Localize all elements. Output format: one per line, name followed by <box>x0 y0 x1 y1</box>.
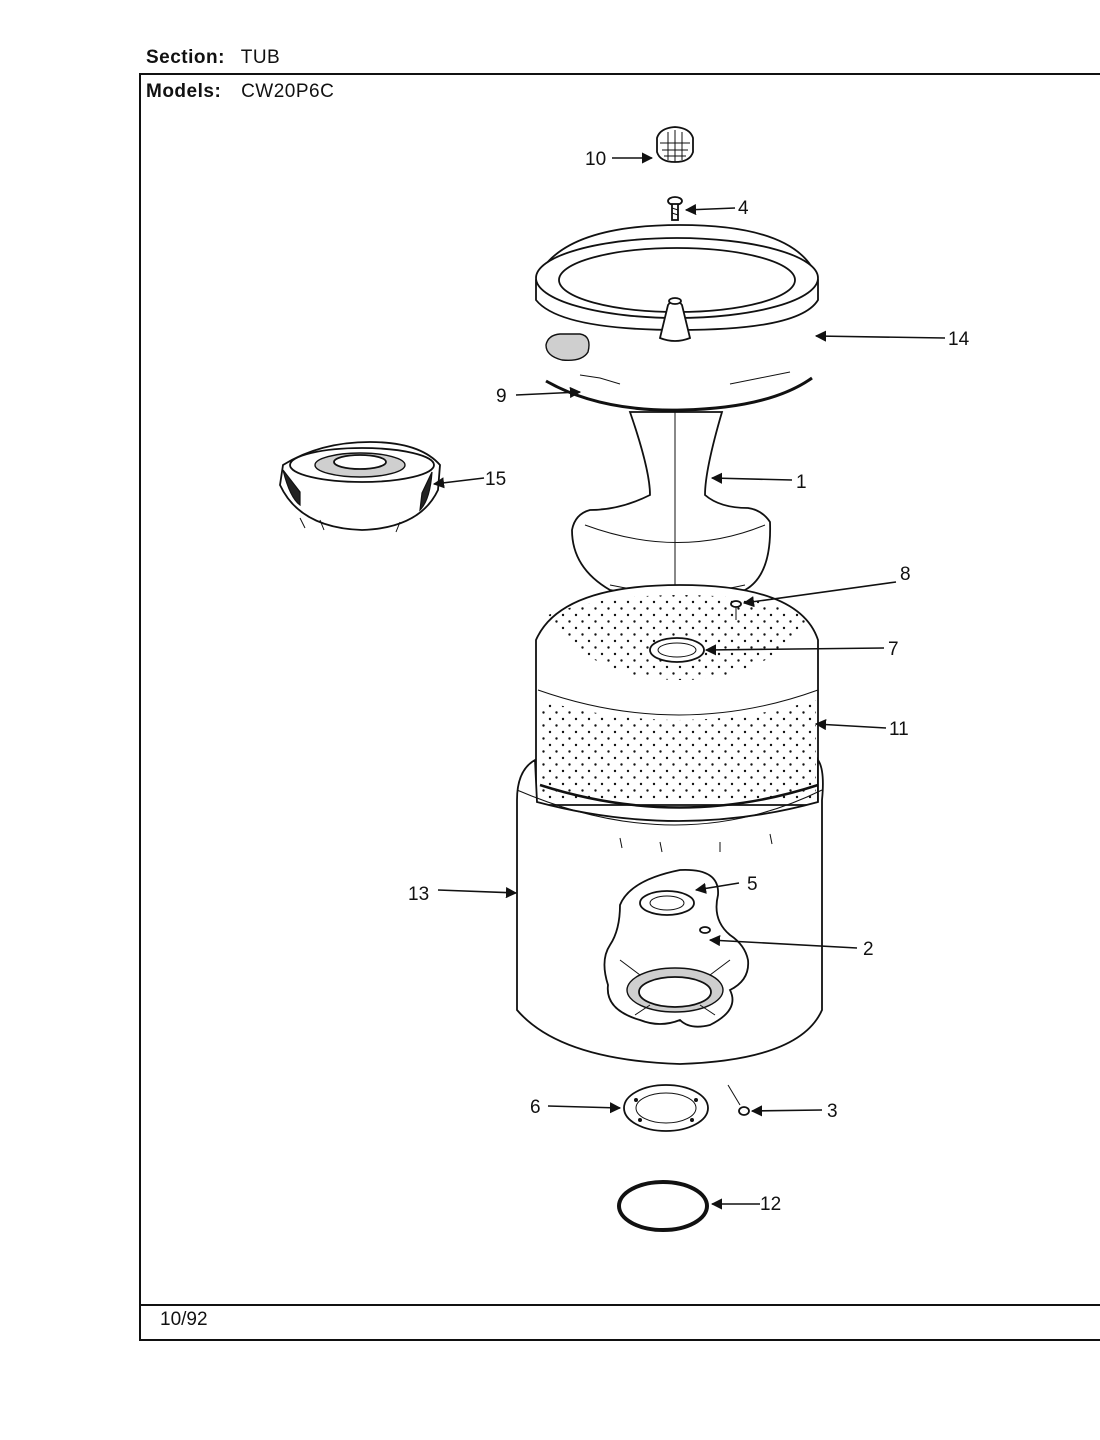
callout-13: 13 <box>408 884 429 905</box>
callout-6: 6 <box>530 1097 541 1118</box>
part-11-spin-basket <box>535 584 819 806</box>
models-value: CW20P6C <box>241 81 335 102</box>
callout-14: 14 <box>948 329 970 350</box>
models-label: Models: <box>146 81 222 102</box>
section-header: Section: TUB <box>146 47 280 69</box>
callout-12: 12 <box>760 1194 781 1215</box>
part-4-screw <box>667 196 683 221</box>
callout-3: 3 <box>827 1101 838 1122</box>
callout-10: 10 <box>585 149 606 170</box>
part-15-dispenser <box>279 441 441 533</box>
callout-9: 9 <box>496 386 507 407</box>
part-10-cap <box>656 126 694 163</box>
section-value: TUB <box>240 47 281 68</box>
callout-8: 8 <box>900 564 911 585</box>
callout-1: 1 <box>796 472 807 493</box>
part-3-screw <box>727 1084 750 1116</box>
callout-2: 2 <box>863 939 874 960</box>
revision-date: 10/92 <box>160 1309 208 1330</box>
callout-5: 5 <box>747 874 758 895</box>
section-label: Section: <box>146 47 225 68</box>
diagram-frame <box>139 73 1100 1341</box>
callout-leaders <box>432 152 946 1210</box>
part-8-screw <box>730 600 742 620</box>
footer-rule <box>139 1304 1100 1306</box>
callout-11: 11 <box>889 719 909 740</box>
callout-7: 7 <box>888 639 899 660</box>
models-header: Models: CW20P6C <box>146 81 334 103</box>
part-1-agitator <box>571 411 771 600</box>
callout-15: 15 <box>485 469 506 490</box>
part-14-tub-ring <box>535 224 819 385</box>
part-12-ring <box>617 1180 709 1232</box>
part-13-outer-tub <box>516 757 824 1065</box>
part-9-seal <box>545 376 813 412</box>
callout-4: 4 <box>738 198 749 219</box>
part-6-flange <box>623 1084 709 1132</box>
